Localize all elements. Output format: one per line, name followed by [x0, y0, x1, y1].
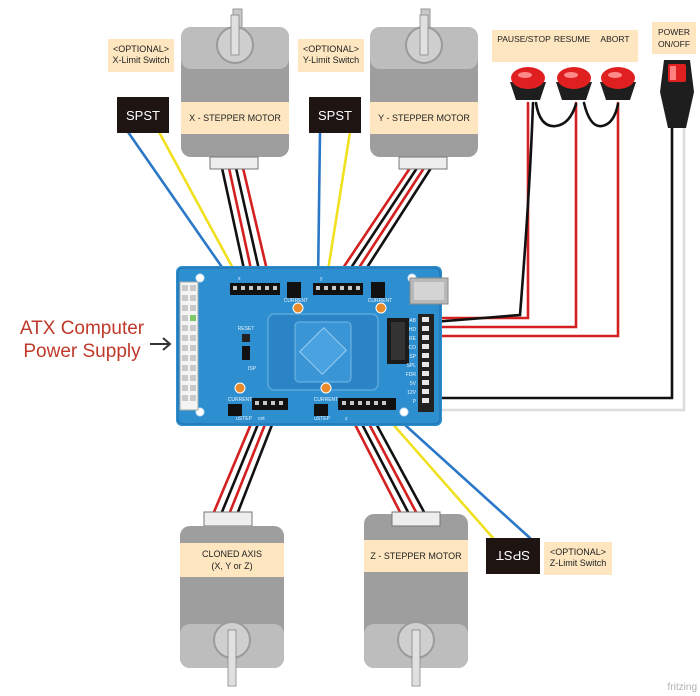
y-stepper-motor: Y - STEPPER MOTOR	[370, 8, 478, 170]
wires	[126, 101, 686, 540]
wire-y-motor-red2	[347, 166, 426, 285]
abort-label: ABORT	[600, 34, 629, 44]
z-limit-title: Z-Limit Switch	[550, 558, 607, 568]
push-buttons: PAUSE/STOP RESUME ABORT POWER ON/OFF	[492, 22, 696, 128]
current-label-z: CURRENT	[314, 397, 338, 403]
x-limit-switch: <OPTIONAL> X-Limit Switch SPST	[108, 39, 174, 133]
z-motor-label: Z - STEPPER MOTOR	[370, 551, 462, 561]
current-label-c: CURRENT	[228, 397, 252, 403]
side-label-8: 12V	[407, 390, 417, 396]
ustep-label-z: uSTEP	[314, 416, 331, 422]
side-label-3: CO	[409, 345, 417, 351]
wire-y-limit-yellow	[324, 130, 352, 285]
pin-label-cnt: cnt	[258, 416, 265, 422]
cloned-axis-motor: CLONED AXIS (X, Y or Z)	[180, 511, 284, 687]
side-label-9: P	[413, 399, 417, 405]
wire-pause-red	[431, 101, 530, 320]
pause-stop-button	[510, 67, 546, 100]
cloned-label-line2: (X, Y or Z)	[211, 561, 252, 571]
y-limit-switch: <OPTIONAL> Y-Limit Switch SPST	[298, 39, 364, 133]
fritzing-watermark: fritzing	[668, 682, 697, 693]
wire-resume-red	[431, 101, 578, 329]
x-limit-title: X-Limit Switch	[112, 55, 169, 65]
y-spst-label: SPST	[318, 108, 352, 123]
pin-label-z: z	[345, 416, 348, 422]
wire-x-motor-red1	[227, 166, 256, 285]
pause-stop-label: PAUSE/STOP	[497, 34, 551, 44]
wire-button-black2	[582, 101, 620, 128]
wire-x-motor-red2	[241, 166, 272, 285]
z-stepper-motor: Z - STEPPER MOTOR	[364, 511, 468, 687]
side-label-5: SPL	[407, 363, 417, 369]
wire-z-limit-blue	[381, 403, 532, 540]
atx-line2: Power Supply	[23, 341, 141, 362]
wire-y-motor-black2	[355, 166, 433, 285]
side-label-2: RE	[409, 336, 417, 342]
reset-button	[242, 334, 250, 342]
wire-x-limit-yellow	[157, 130, 243, 285]
wire-power-white	[431, 124, 686, 412]
isp-label: ISP	[248, 366, 257, 372]
controller-board: RESET ISP CURRENT CURRENT CURRENT CURREN…	[176, 266, 449, 426]
current-label-x: CURRENT	[284, 298, 308, 304]
x-limit-optional: <OPTIONAL>	[113, 44, 169, 54]
x-spst-label: SPST	[126, 108, 160, 123]
wire-power-black	[431, 124, 674, 400]
power-switch	[660, 60, 694, 128]
y-motor-header	[313, 283, 363, 295]
wire-y-motor-black1	[339, 166, 419, 285]
wire-x-motor-black2	[234, 166, 264, 285]
wire-button-black3	[431, 101, 535, 324]
resume-button	[556, 67, 592, 100]
reset-label: RESET	[238, 326, 255, 332]
side-label-6: FDR	[406, 372, 417, 378]
wire-abort-red	[431, 101, 620, 338]
side-label-7: 5V	[410, 381, 417, 387]
resume-label: RESUME	[554, 34, 591, 44]
current-label-y: CURRENT	[368, 298, 392, 304]
ustep-label-c: uSTEP	[236, 416, 253, 422]
x-motor-label: X - STEPPER MOTOR	[189, 113, 281, 123]
wire-y-limit-blue	[316, 130, 322, 285]
side-label-1: HD	[409, 327, 417, 333]
side-label-4: SP	[409, 354, 416, 360]
y-limit-optional: <OPTIONAL>	[303, 44, 359, 54]
wire-cloned-black1	[220, 410, 265, 514]
arrow-icon	[150, 337, 172, 351]
atx-power-supply-label: ATX Computer Power Supply	[20, 318, 172, 362]
y-limit-title: Y-Limit Switch	[303, 55, 359, 65]
power-label-line1: POWER	[658, 27, 690, 37]
wire-cloned-red1	[212, 410, 258, 514]
z-spst-label: SPST	[496, 548, 530, 563]
abort-button	[600, 67, 636, 100]
wire-x-motor-black1	[220, 166, 249, 285]
wire-button-black1	[534, 101, 578, 128]
side-label-0: AB	[409, 318, 416, 324]
atx-line1: ATX Computer	[20, 318, 145, 339]
wire-z-limit-yellow	[374, 403, 495, 540]
z-limit-switch: SPST <OPTIONAL> Z-Limit Switch	[486, 538, 612, 575]
wire-x-limit-blue	[126, 130, 235, 285]
x-motor-header	[230, 283, 280, 295]
x-stepper-motor: X - STEPPER MOTOR	[181, 8, 289, 170]
wire-y-motor-red1	[331, 166, 412, 285]
y-motor-label: Y - STEPPER MOTOR	[378, 113, 470, 123]
wire-cloned-black2	[236, 410, 279, 514]
wire-cloned-red2	[228, 410, 272, 514]
z-limit-optional: <OPTIONAL>	[550, 547, 606, 557]
cloned-label-line1: CLONED AXIS	[202, 549, 262, 559]
pin-label-x: x	[238, 276, 241, 282]
microcontroller-chip	[298, 326, 348, 376]
power-label-line2: ON/OFF	[658, 39, 690, 49]
pin-label-y: y	[320, 276, 323, 282]
